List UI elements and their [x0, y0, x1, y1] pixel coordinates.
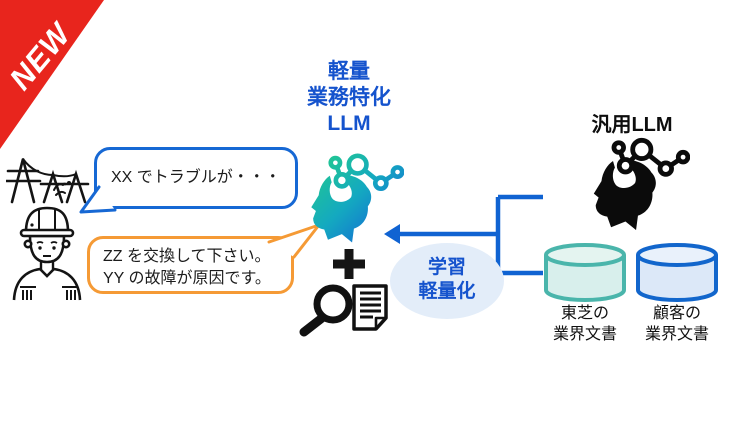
magnifier-icon [299, 284, 353, 337]
new-badge-triangle [0, 0, 104, 149]
title-line-1: 軽量 [328, 60, 370, 83]
process-line-2: 軽量化 [418, 281, 476, 302]
title-line-2: 業務特化 [307, 86, 391, 109]
plus-icon [333, 249, 365, 279]
title-line-3: LLM [327, 112, 371, 135]
speech-squiggle-icon [53, 181, 71, 196]
customer-db-label-line-1: 顧客の [652, 305, 701, 322]
left-arrow-icon [384, 224, 400, 244]
toshiba-db-label: 東芝の 業界文書 [539, 303, 631, 345]
worker-figure [12, 206, 82, 301]
new-badge: NEW [0, 0, 104, 149]
document-icon [352, 284, 388, 331]
database-cylinder-toshiba [544, 243, 626, 302]
answer-line-1: ZZ を交換して下さい。 [103, 248, 271, 265]
gradient-brain-network-icon [311, 153, 404, 243]
toshiba-db-label-line-2: 業界文書 [552, 326, 617, 343]
answer-line-2: YY の故障が原因です。 [103, 270, 271, 287]
customer-db-label: 顧客の 業界文書 [631, 303, 723, 345]
learning-flow-connector [384, 194, 543, 276]
process-line-1: 学習 [427, 257, 466, 278]
search-document-group [299, 284, 388, 337]
customer-db-label-line-2: 業界文書 [644, 326, 709, 343]
transmission-towers-icon [6, 158, 90, 204]
answer-bubble: ZZ を交換して下さい。 YY の故障が原因です。 [87, 223, 321, 294]
question-bubble: XX でトラブルが・・・ [79, 147, 298, 214]
toshiba-db-label-line-1: 東芝の [560, 305, 609, 322]
database-cylinder-customer [636, 243, 718, 302]
brain-network-icon [593, 137, 690, 231]
lightweight-llm-title: 軽量 業務特化 LLM [289, 59, 409, 137]
process-bubble: 学習 軽量化 [390, 243, 504, 319]
field-worker-icon [6, 158, 90, 301]
question-text: XX でトラブルが・・・ [111, 169, 281, 186]
answer-text: ZZ を交換して下さい。 YY の故障が原因です。 [103, 246, 271, 290]
generic-llm-title: 汎用LLM [591, 114, 673, 136]
question-bubble-tail [79, 185, 117, 214]
databases-group [544, 243, 718, 302]
